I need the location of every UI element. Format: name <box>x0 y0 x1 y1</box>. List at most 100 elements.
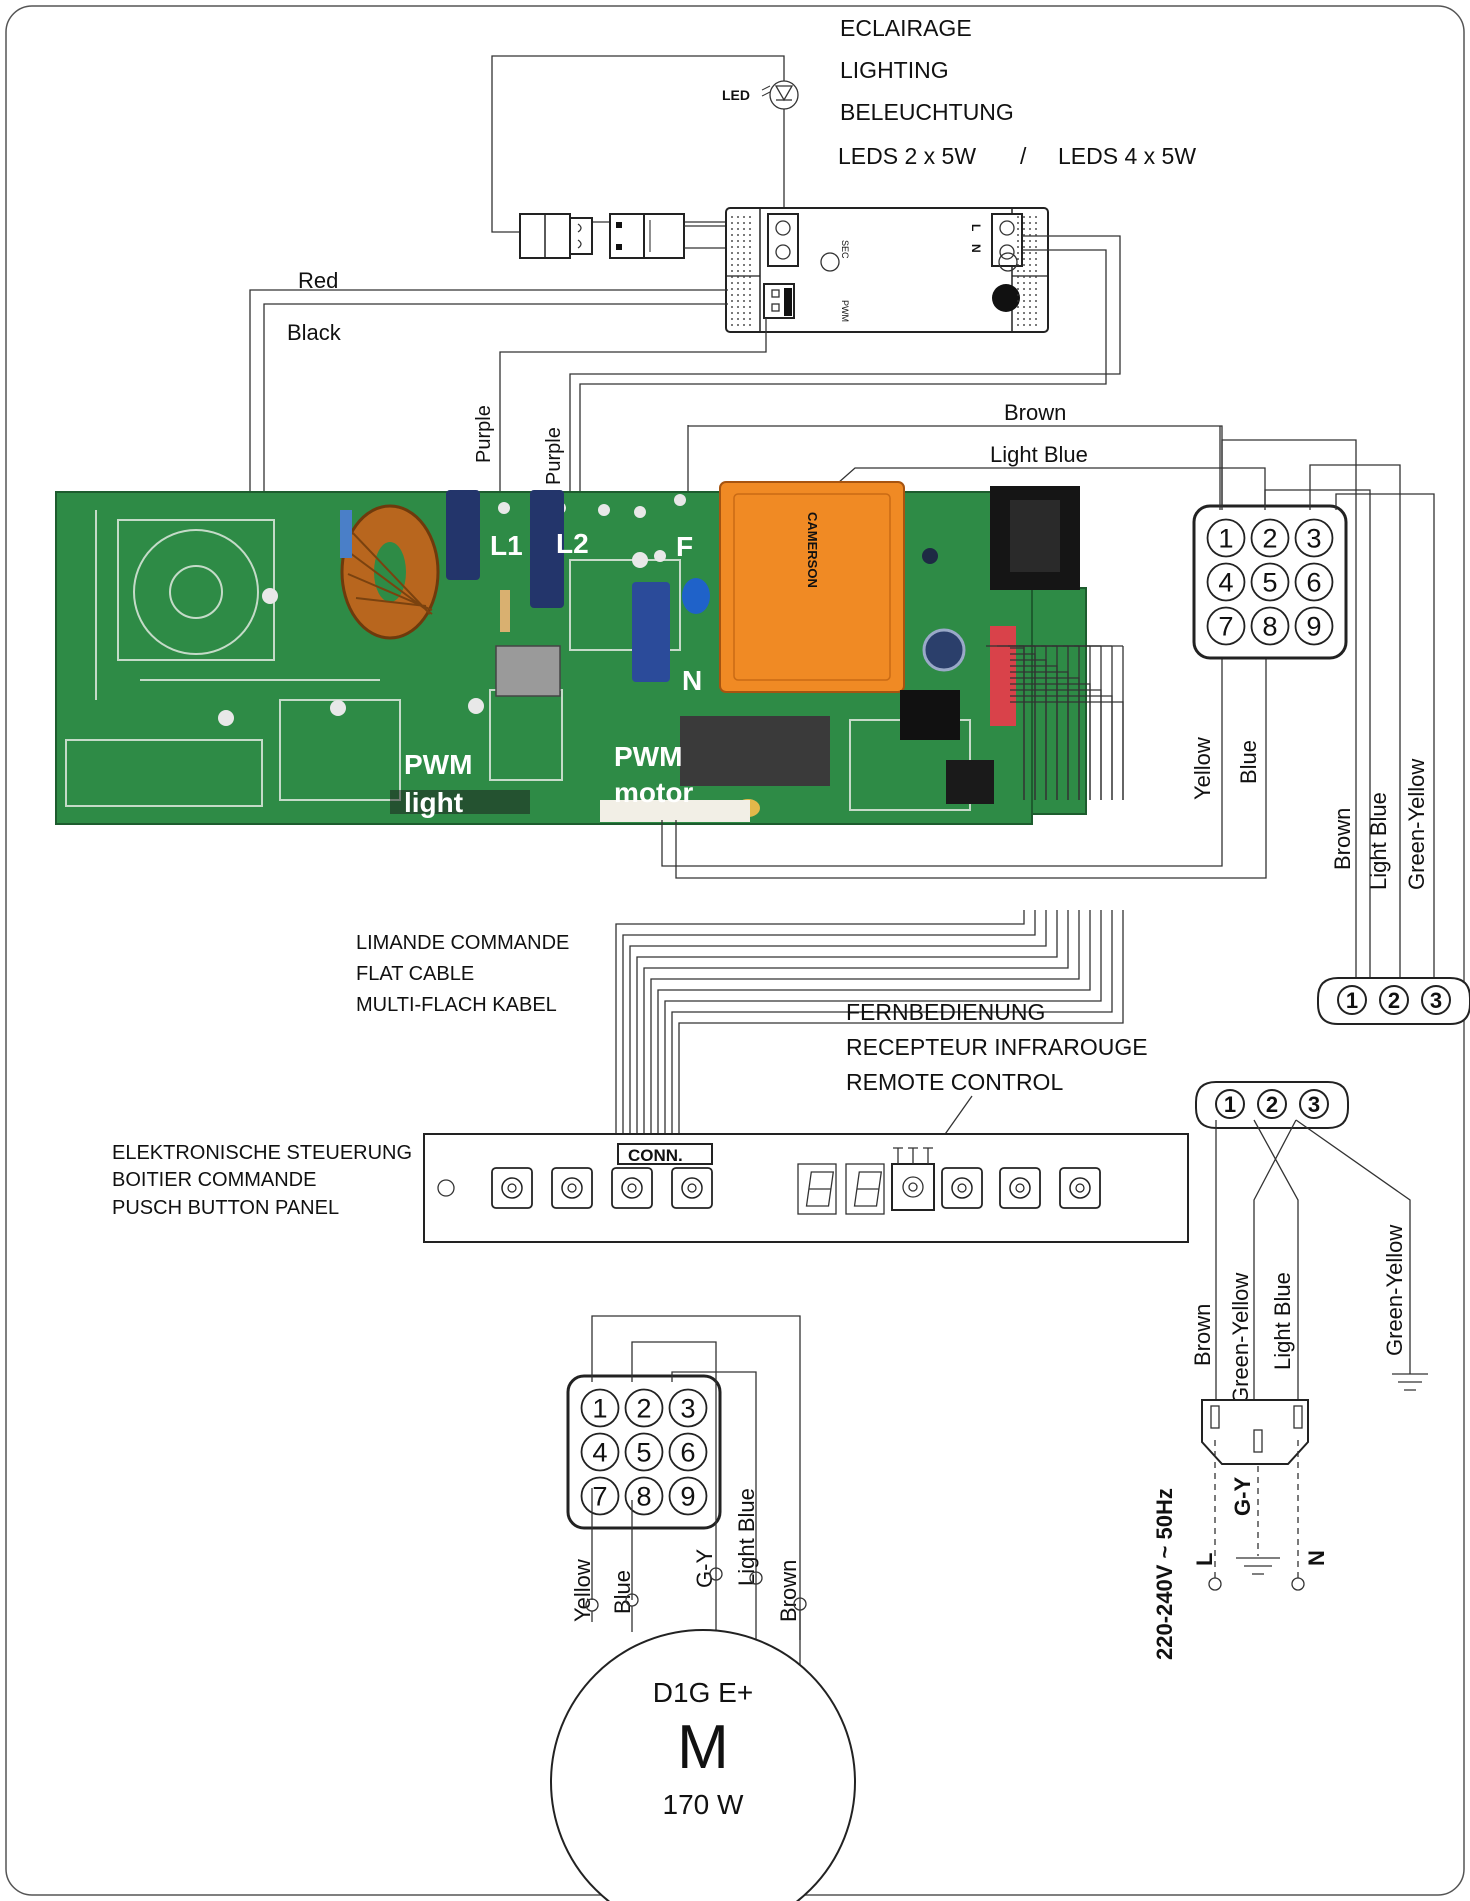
terminal-pin-label: 2 <box>1266 1092 1278 1117</box>
wire-label-light-blue-far: Light Blue <box>1366 792 1391 890</box>
connector-pin-label: 9 <box>1306 611 1321 642</box>
connector-pin <box>1206 562 1246 602</box>
flat-cable-line1: LIMANDE COMMANDE <box>356 932 569 954</box>
connector-pin <box>1250 606 1290 646</box>
terminal-pin <box>1337 985 1367 1015</box>
connector-pin <box>668 1432 708 1472</box>
wire-label-brown-top: Brown <box>1004 400 1066 425</box>
lighting-labels: ECLAIRAGE LIGHTING BELEUCHTUNG LEDS 2 x … <box>838 15 1196 169</box>
wire-label-brown-motor: Brown <box>776 1560 801 1622</box>
pwm-light-line2: light <box>404 787 463 818</box>
connector-pin-label: 4 <box>1218 567 1233 598</box>
panel-push-button[interactable] <box>671 1167 713 1209</box>
connector-pin <box>1206 606 1246 646</box>
wire-label-green-yellow-mains: Green-Yellow <box>1228 1273 1253 1404</box>
connector-pin <box>1294 518 1334 558</box>
connector-pin <box>668 1388 708 1428</box>
mains-plug <box>1201 1399 1309 1465</box>
panel-line1: ELEKTRONISCHE STEUERUNG <box>112 1142 412 1164</box>
connector-pin <box>580 1476 620 1516</box>
connector-pin <box>580 1388 620 1428</box>
flat-cable-line3: MULTI-FLACH KABEL <box>356 994 557 1016</box>
wire-label-light-blue-top: Light Blue <box>990 442 1088 467</box>
motor: D1G E+ M 170 W <box>550 1567 856 1901</box>
wire-label-light-blue-mains: Light Blue <box>1270 1272 1295 1370</box>
terminal-pin <box>1299 1089 1329 1119</box>
panel-push-button[interactable] <box>551 1167 593 1209</box>
connector-pin <box>1294 562 1334 602</box>
motor-symbol: M <box>677 1713 729 1782</box>
driver-l-label: L <box>969 224 983 231</box>
remote-line3: REMOTE CONTROL <box>846 1069 1063 1095</box>
terminal-pin-label: 2 <box>1388 988 1400 1013</box>
connector-pin-label: 2 <box>1262 523 1277 554</box>
transformer-brand: CAMERSON <box>805 512 820 588</box>
connector-pin-label: 5 <box>1262 567 1277 598</box>
wire-label-blue-right: Blue <box>1236 740 1261 784</box>
panel-push-button[interactable] <box>999 1167 1041 1209</box>
mains-n: N <box>1304 1550 1329 1566</box>
terminal-pin-label: 1 <box>1224 1092 1236 1117</box>
connector-pin-label: 6 <box>1306 567 1321 598</box>
lighting-title-en: LIGHTING <box>840 57 949 83</box>
motor-model: D1G E+ <box>653 1677 753 1708</box>
mains-voltage: 220-240V ~ 50Hz <box>1152 1488 1177 1660</box>
connector-pin-label: 1 <box>1218 523 1233 554</box>
mains-gy: G-Y <box>1230 1477 1255 1516</box>
driver-pwm-label: PWM <box>840 300 850 322</box>
flat-cable <box>615 645 1124 1134</box>
connector-pin <box>624 1476 664 1516</box>
terminal-pin-label: 1 <box>1346 988 1358 1013</box>
connector-pin-label: 3 <box>1306 523 1321 554</box>
terminal-pin-label: 3 <box>1308 1092 1320 1117</box>
wire-label-brown-far: Brown <box>1330 808 1355 870</box>
panel-push-button[interactable] <box>1059 1167 1101 1209</box>
lighting-title-fr: ECLAIRAGE <box>840 15 972 41</box>
led-plug <box>519 213 685 259</box>
wire-label-blue-motor: Blue <box>610 1570 635 1614</box>
led-symbol: LED <box>722 80 799 110</box>
wire-label-yellow-motor: Yellow <box>570 1559 595 1622</box>
connector-pin <box>1206 518 1246 558</box>
panel-conn-label: CONN. <box>628 1146 683 1165</box>
wire-label-green-yellow-ground: Green-Yellow <box>1382 1225 1407 1356</box>
connector-pin <box>624 1432 664 1472</box>
connector-pin <box>624 1388 664 1428</box>
pwm-motor-line2: motor <box>614 777 693 808</box>
remote-line1: FERNBEDIENUNG <box>846 999 1045 1025</box>
push-button-panel: CONN. <box>423 1133 1189 1243</box>
panel-push-button[interactable] <box>611 1167 653 1209</box>
driver-sec-label: SEC <box>840 240 850 259</box>
connector-pin-label: 5 <box>636 1437 651 1468</box>
terminal-pin <box>1215 1089 1245 1119</box>
wire-label-green-yellow-far: Green-Yellow <box>1404 759 1429 890</box>
connector-pin-label: 7 <box>1218 611 1233 642</box>
connector-pin-label: 8 <box>636 1481 651 1512</box>
terminal-pin <box>1379 985 1409 1015</box>
connector-pin-label: 1 <box>592 1393 607 1424</box>
wire-label-light-blue-motor: Light Blue <box>734 1488 759 1586</box>
flat-cable-line2: FLAT CABLE <box>356 963 474 985</box>
leds-option-a: LEDS 2 x 5W <box>838 143 976 169</box>
control-pcb: CAMERSON L1 L2 F N PWM light PWM motor <box>55 481 1087 825</box>
mains-l: L <box>1192 1553 1217 1566</box>
wire-label-yellow-right: Yellow <box>1190 737 1215 800</box>
connector-pin-label: 4 <box>592 1437 607 1468</box>
panel-push-button[interactable] <box>491 1167 533 1209</box>
connector-pin-label: 7 <box>592 1481 607 1512</box>
wire-label-purple-2: Purple <box>543 427 565 485</box>
panel-line3: PUSCH BUTTON PANEL <box>112 1197 339 1219</box>
connector-pin <box>1250 518 1290 558</box>
wire-label-purple-1: Purple <box>473 405 495 463</box>
panel-push-button[interactable] <box>941 1167 983 1209</box>
wire-label-black: Black <box>287 320 342 345</box>
connector-pin-label: 2 <box>636 1393 651 1424</box>
remote-line2: RECEPTEUR INFRAROUGE <box>846 1034 1148 1060</box>
led-label: LED <box>722 87 750 103</box>
wire-label-red: Red <box>298 268 338 293</box>
driver-n-label: N <box>969 244 983 253</box>
